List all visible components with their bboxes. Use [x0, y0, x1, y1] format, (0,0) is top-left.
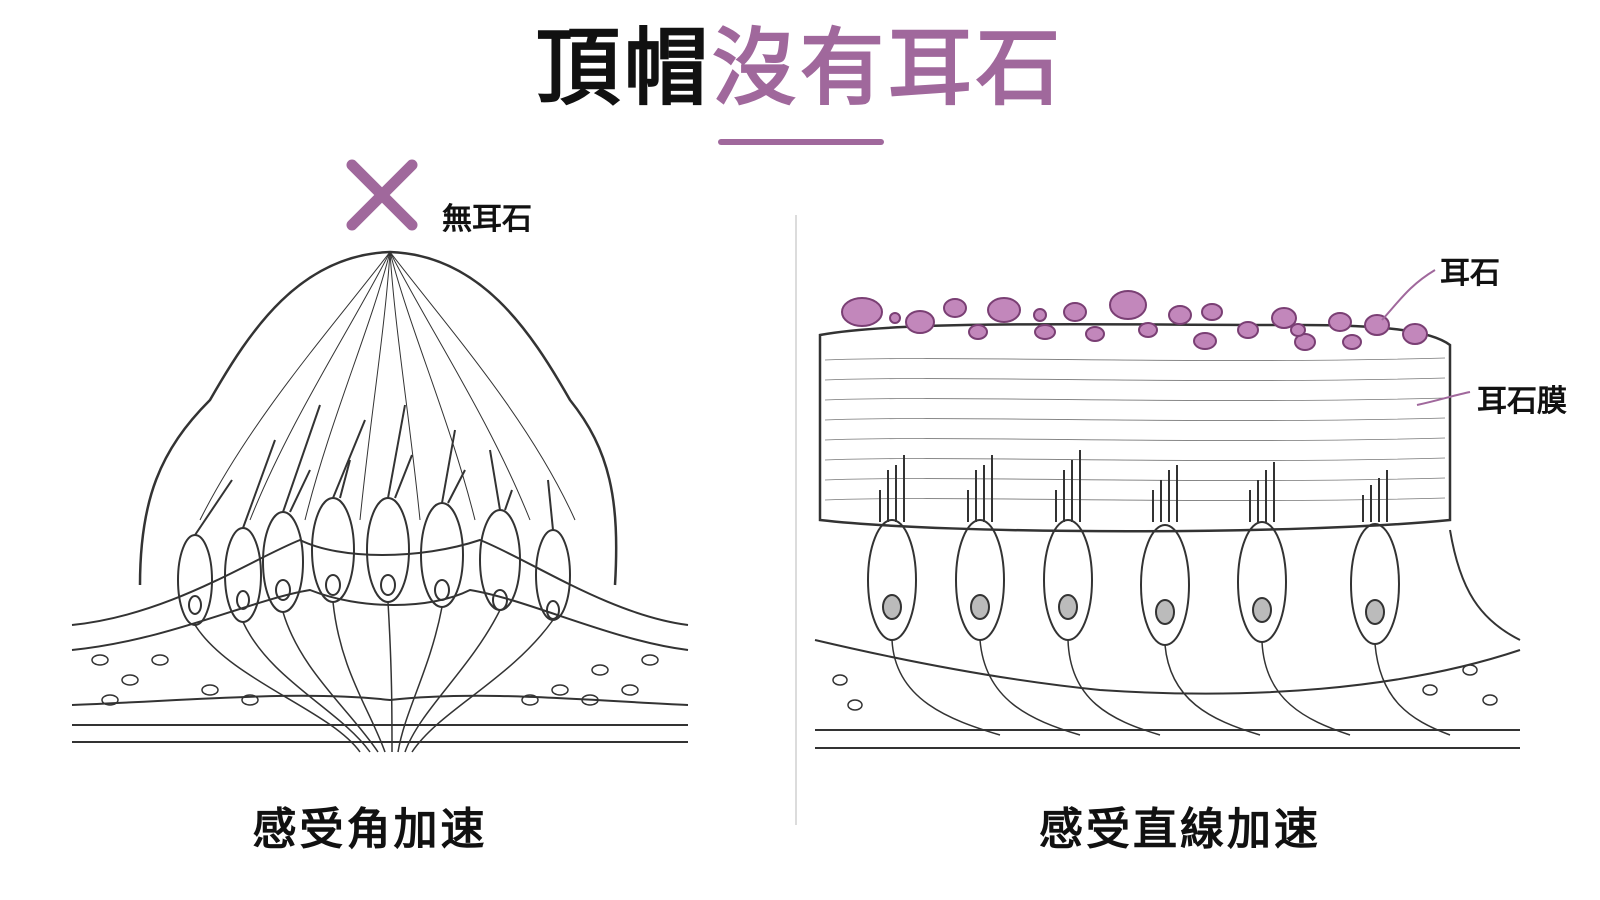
title-part-accent: 沒有耳石 — [712, 19, 1065, 117]
label-leader-lines — [1381, 269, 1471, 406]
macula-illustration — [814, 322, 1521, 749]
caption-linear-acceleration: 感受直線加速 — [1039, 804, 1321, 855]
x-mark-icon — [346, 159, 418, 231]
title-underline — [718, 139, 884, 145]
title-part-black: 頂帽 — [535, 19, 712, 117]
otolith-crystals — [841, 290, 1428, 351]
otolith-label: 耳石 — [1440, 256, 1500, 291]
no-otolith-label: 無耳石 — [442, 202, 532, 237]
page-title: 頂帽沒有耳石 — [0, 22, 1600, 114]
panel-divider — [795, 215, 797, 825]
cupula-illustration — [71, 250, 689, 753]
caption-angular-acceleration: 感受角加速 — [252, 804, 488, 855]
otolithic-membrane-label: 耳石膜 — [1477, 384, 1567, 419]
